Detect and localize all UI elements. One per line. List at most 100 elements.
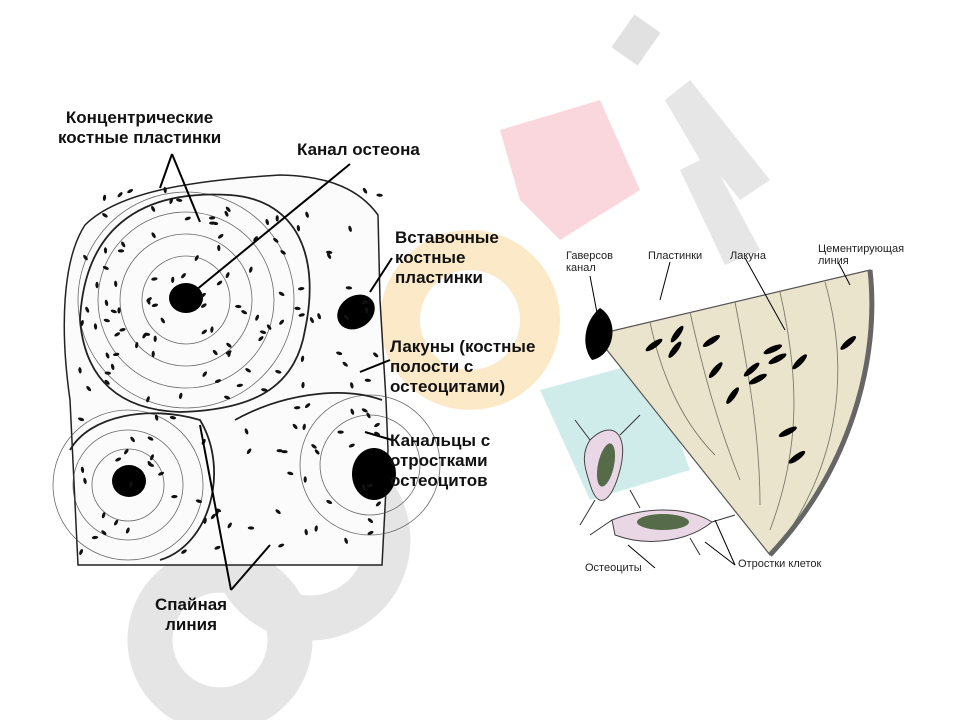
lacuna-dot bbox=[210, 513, 216, 520]
lacuna-dot bbox=[214, 379, 222, 383]
lacuna-dot bbox=[217, 233, 224, 239]
lacuna-dot bbox=[200, 303, 207, 308]
lacuna-dot bbox=[275, 370, 282, 374]
lacuna-dot bbox=[236, 383, 243, 388]
lacuna-dot bbox=[147, 461, 153, 467]
lacuna-dot bbox=[350, 382, 354, 389]
lacuna-dot bbox=[309, 317, 314, 324]
lacuna-dot bbox=[178, 392, 183, 400]
label-cell-processes: Отростки клеток bbox=[738, 558, 822, 570]
label-lamellae: Пластинки bbox=[648, 250, 703, 262]
label-canaliculi: Канальцы с отростками остеоцитов bbox=[390, 431, 491, 490]
lacuna-dot bbox=[117, 192, 123, 198]
lacuna-dot bbox=[127, 189, 134, 194]
lacuna-dot bbox=[95, 281, 99, 289]
lacuna-dot bbox=[154, 414, 159, 421]
lacuna-dot bbox=[224, 210, 229, 217]
lacuna-dot bbox=[150, 454, 154, 461]
lacuna-dot bbox=[311, 444, 317, 449]
lacuna-mark bbox=[702, 335, 720, 347]
lacuna-dot bbox=[83, 254, 88, 261]
lacuna-dot bbox=[376, 193, 383, 197]
lacuna-mark bbox=[670, 325, 684, 343]
lacuna-dot bbox=[326, 499, 333, 505]
lacuna-dot bbox=[344, 537, 348, 544]
lacuna-dot bbox=[227, 522, 232, 529]
lacuna-dot bbox=[294, 306, 301, 311]
lacuna-dot bbox=[279, 319, 285, 325]
lacuna-dot bbox=[151, 232, 156, 239]
lacuna-dot bbox=[266, 324, 272, 330]
lacuna-dot bbox=[343, 314, 350, 321]
osteon-fan-section bbox=[574, 257, 875, 569]
lacuna-dot bbox=[246, 448, 252, 454]
lacuna-dot bbox=[210, 326, 214, 333]
lacuna-dot bbox=[169, 197, 174, 204]
label-cementing-line: Цементирующая линия bbox=[818, 243, 905, 267]
lacuna-dot bbox=[294, 406, 301, 410]
lacuna-dot bbox=[147, 436, 154, 441]
lacuna-dot bbox=[102, 213, 108, 218]
lacuna-dot bbox=[300, 355, 305, 362]
label-concentric-lamellae: Концентрические костные пластинки bbox=[58, 108, 222, 147]
lacuna-mark bbox=[668, 341, 682, 358]
lacuna-dot bbox=[86, 385, 92, 392]
lacuna-dot bbox=[305, 211, 309, 218]
lacuna-dot bbox=[241, 310, 248, 315]
lacuna-dot bbox=[102, 265, 109, 270]
lacuna-dot bbox=[314, 525, 318, 532]
lacuna-dot bbox=[202, 371, 208, 377]
lacuna-dot bbox=[151, 350, 155, 358]
lacuna-dot bbox=[361, 408, 368, 413]
lacuna-dot bbox=[227, 350, 231, 358]
lacuna-dot bbox=[373, 352, 379, 358]
lacuna-dot bbox=[104, 371, 111, 375]
lacuna-dot bbox=[146, 298, 151, 305]
lacuna-dot bbox=[281, 450, 288, 454]
label-osteon-canal: Канал остеона bbox=[297, 140, 420, 159]
lacuna-dot bbox=[151, 303, 159, 308]
label-lacuna: Лакуна bbox=[730, 250, 766, 262]
label-haversian-canal: Гаверсов канал bbox=[566, 250, 613, 274]
lacuna-dot bbox=[278, 291, 285, 297]
lacuna-dot bbox=[342, 361, 348, 367]
lacuna-mark bbox=[743, 362, 760, 377]
lacuna-dot bbox=[245, 368, 251, 373]
lacuna-dot bbox=[255, 314, 260, 321]
lacuna-mark bbox=[763, 344, 783, 355]
lacuna-dot bbox=[119, 328, 126, 332]
lacuna-dot bbox=[261, 388, 268, 392]
lacuna-dot bbox=[194, 255, 199, 261]
lacuna-dot bbox=[91, 535, 99, 540]
lacuna-dot bbox=[364, 378, 371, 382]
lacuna-dot bbox=[85, 306, 90, 313]
lacuna-dot bbox=[104, 379, 110, 385]
lacuna-dot bbox=[212, 349, 218, 356]
lacuna-dot bbox=[117, 307, 121, 314]
lacuna-dot bbox=[367, 518, 374, 524]
lacuna-dot bbox=[275, 215, 279, 222]
lacuna-dot bbox=[110, 363, 115, 371]
lacuna-mark bbox=[645, 338, 663, 352]
lacuna-dot bbox=[301, 381, 305, 389]
label-cement-line: Спайная линия bbox=[155, 595, 228, 634]
lacuna-dot bbox=[298, 313, 305, 317]
lacuna-dot bbox=[280, 250, 286, 255]
lacuna-dot bbox=[276, 449, 283, 453]
lacuna-dot bbox=[102, 194, 107, 201]
lacuna-dot bbox=[225, 272, 230, 279]
lacuna-dot bbox=[171, 494, 178, 499]
lacuna-dot bbox=[125, 527, 130, 534]
lacunae-dots bbox=[78, 186, 383, 556]
lacuna-dot bbox=[226, 342, 232, 348]
lacuna-dot bbox=[296, 225, 301, 232]
lacuna-dot bbox=[181, 273, 186, 279]
lacuna-mark bbox=[778, 426, 797, 438]
lacuna-dot bbox=[201, 329, 208, 335]
lacuna-dot bbox=[101, 530, 107, 536]
lacuna-dot bbox=[83, 477, 87, 485]
lacuna-dot bbox=[80, 466, 85, 473]
lacuna-dot bbox=[337, 430, 344, 434]
lacuna-dot bbox=[78, 367, 82, 374]
